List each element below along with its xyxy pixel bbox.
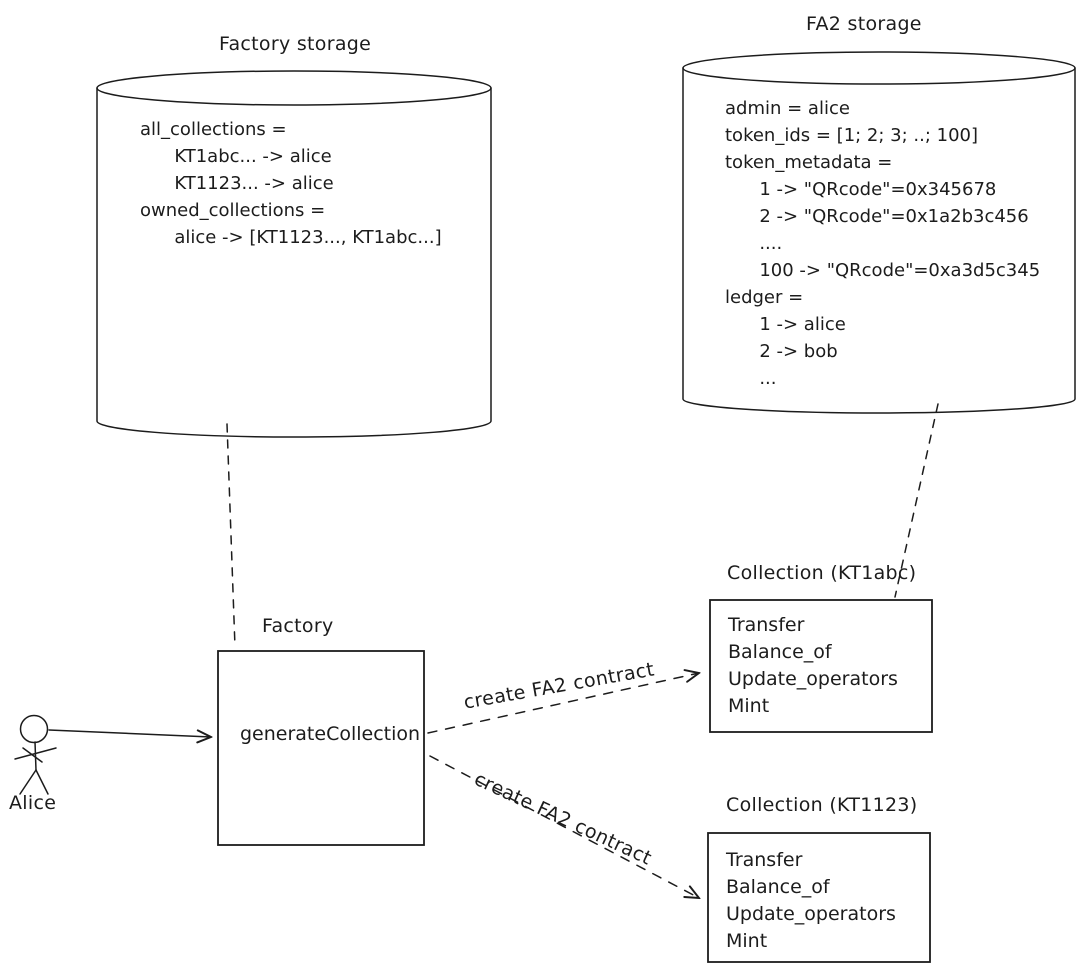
actor-figure <box>14 714 57 795</box>
create-fa2-lower-arrow <box>429 755 699 898</box>
actor-label: Alice <box>9 792 57 814</box>
factory-title: Factory <box>262 615 334 637</box>
actor-arm-line <box>14 747 57 760</box>
fa2-storage-connector <box>894 403 939 598</box>
fa2-storage-content: admin = alice token_ids = [1; 2; 3; ..; … <box>725 98 1041 389</box>
actor-body <box>34 741 37 771</box>
factory-box <box>217 650 425 846</box>
factory-entrypoint-label: generateCollection <box>240 723 421 745</box>
factory-storage-cylinder-top <box>96 70 492 106</box>
factory-storage-title: Factory storage <box>219 33 372 55</box>
actor-leg-right <box>35 769 49 795</box>
collection-123-title: Collection (KT1123) <box>726 794 918 816</box>
actor-head <box>19 714 49 744</box>
collection-123-box <box>707 832 931 963</box>
actor-arm-line-2 <box>22 747 43 763</box>
fa2-storage-title: FA2 storage <box>806 13 922 35</box>
fa2-storage-cylinder-top <box>682 51 1076 85</box>
collection-abc-entrypoints: Transfer Balance_of Update_operators Min… <box>728 614 898 717</box>
collection-abc-title: Collection (KT1abc) <box>727 562 917 584</box>
alice-call-arrow <box>48 729 211 737</box>
factory-storage-content: all_collections = KT1abc... -> alice KT1… <box>140 119 442 248</box>
actor-leg-left <box>19 769 37 795</box>
collection-abc-box <box>709 599 933 733</box>
collection-123-entrypoints: Transfer Balance_of Update_operators Min… <box>726 849 896 952</box>
fa2-storage-cylinder <box>682 51 1076 414</box>
fa2-storage-cylinder-body <box>682 67 1076 414</box>
factory-storage-cylinder <box>96 70 492 438</box>
factory-storage-cylinder-body <box>96 87 492 438</box>
factory-storage-connector <box>226 423 236 648</box>
